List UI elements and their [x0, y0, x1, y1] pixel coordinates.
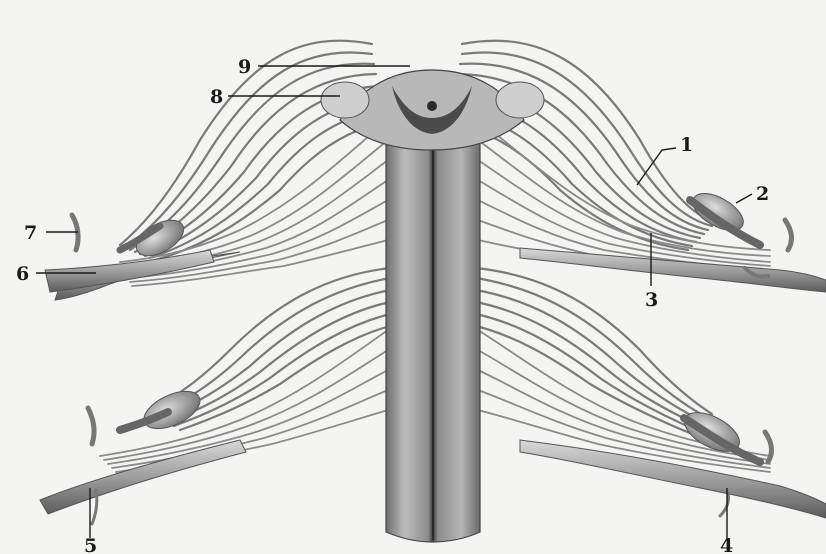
posterior-horn-right: [496, 82, 544, 118]
posterior-horn-left: [321, 82, 369, 118]
upper-right-ramus-branch: [785, 220, 792, 250]
label-4: 4: [720, 535, 733, 554]
label-7: 7: [24, 222, 37, 244]
central-canal: [427, 101, 437, 111]
lower-right-ramus-branch: [765, 432, 772, 462]
lower-right-spinal-nerve: [520, 405, 826, 518]
spinal-cord: [321, 70, 544, 542]
upper-dorsal-rootlets-right: [450, 41, 715, 250]
label-5: 5: [84, 535, 97, 554]
lower-left-ramus-branch: [88, 408, 94, 444]
label-1: 1: [680, 134, 693, 156]
label-2: 2: [756, 183, 769, 205]
label-9: 9: [238, 56, 251, 78]
upper-left-spinal-nerve: [45, 213, 240, 300]
label-8: 8: [210, 86, 223, 108]
label-3: 3: [645, 289, 658, 311]
label-6: 6: [16, 263, 29, 285]
